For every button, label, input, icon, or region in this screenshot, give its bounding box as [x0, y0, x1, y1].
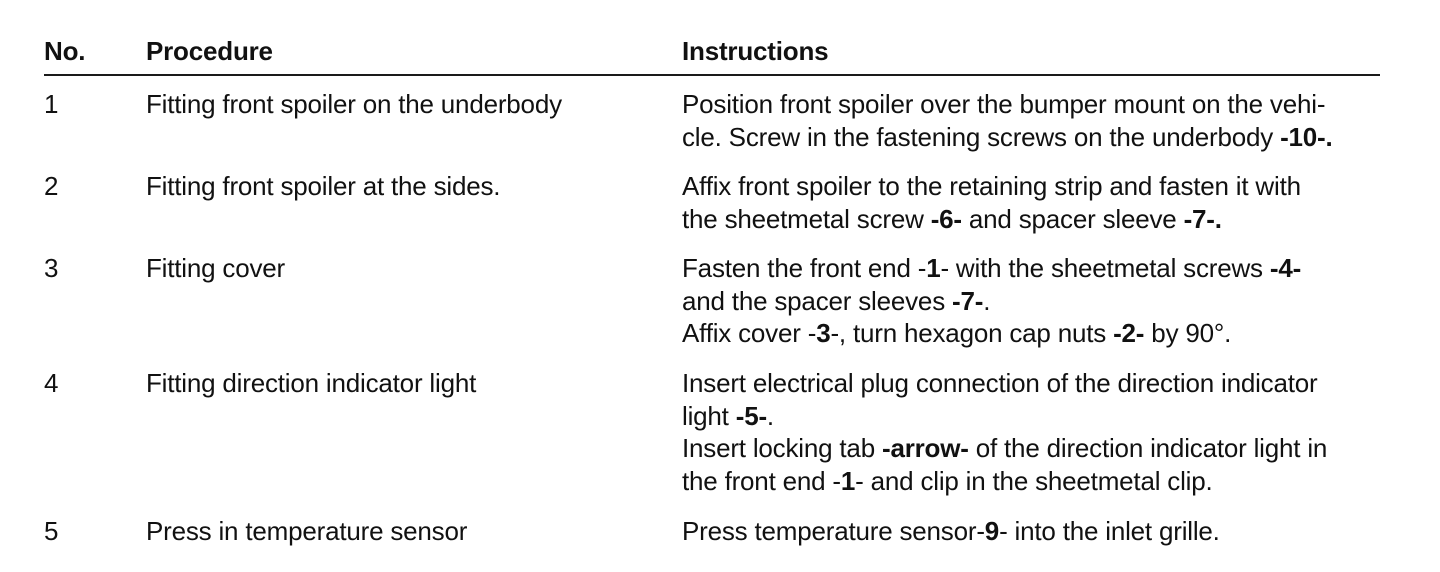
instruction-text: of the direction indicator light in: [968, 433, 1328, 463]
instruction-line: Press temperature sensor-9- into the inl…: [682, 515, 1382, 548]
procedure-cell: Fitting cover: [146, 253, 286, 283]
instruction-text: and spacer sleeve: [961, 203, 1184, 234]
part-reference: -10-.: [1280, 121, 1333, 152]
table-row: 3 Fitting cover Fasten the front end -1-…: [44, 252, 1380, 367]
procedure-cell: Fitting direction indicator light: [146, 368, 477, 398]
part-reference: -7-: [952, 285, 984, 316]
instruction-text: Insert locking tab: [682, 433, 882, 463]
part-reference: -6-: [930, 203, 962, 234]
instruction-text: -, turn hexagon cap nuts: [830, 318, 1114, 348]
part-reference: -2-: [1113, 318, 1145, 348]
instruction-text: Position front spoiler over the bumper m…: [682, 89, 1326, 119]
header-instructions: Instructions: [682, 36, 829, 66]
header-no: No.: [44, 36, 86, 66]
instructions-cell: Affix front spoiler to the retaining str…: [682, 170, 1382, 235]
instruction-line: light -5-.: [682, 400, 1382, 433]
header-procedure: Procedure: [146, 36, 273, 66]
instruction-text: Fasten the front end -: [682, 253, 927, 283]
instruction-text: the front end -: [682, 465, 841, 496]
instruction-text: light: [682, 400, 736, 431]
instruction-line: Insert locking tab -arrow- of the direct…: [682, 432, 1382, 465]
part-reference: -5-: [735, 400, 767, 431]
row-number: 2: [44, 171, 59, 201]
table-row: 2 Fitting front spoiler at the sides. Af…: [44, 170, 1380, 252]
part-reference: 1: [926, 253, 941, 283]
instruction-line: Affix front spoiler to the retaining str…: [682, 170, 1382, 203]
row-number: 5: [44, 516, 59, 546]
instruction-text: .: [766, 400, 774, 431]
procedure-table: No. Procedure Instructions 1 Fitting fro…: [44, 28, 1380, 555]
part-reference: -4-: [1269, 253, 1302, 283]
instruction-text: Affix cover -: [682, 318, 817, 348]
instruction-text: .: [983, 285, 991, 316]
instructions-cell: Insert electrical plug connection of the…: [682, 367, 1382, 497]
table-row: 5 Press in temperature sensor Press temp…: [44, 515, 1380, 555]
instruction-text: Press temperature sensor-: [682, 516, 985, 546]
instruction-text: Insert electrical plug connection of the…: [682, 368, 1318, 398]
instruction-line: Affix cover -3-, turn hexagon cap nuts -…: [682, 317, 1382, 350]
instructions-cell: Fasten the front end -1- with the sheetm…: [682, 252, 1382, 350]
instruction-line: and the spacer sleeves -7-.: [682, 285, 1382, 318]
instruction-text: - into the inlet grille.: [999, 516, 1220, 546]
instruction-text: cle. Screw in the fastening screws on th…: [682, 121, 1281, 152]
instruction-line: the sheetmetal screw -6- and spacer slee…: [682, 203, 1382, 236]
instruction-text: the sheetmetal screw: [682, 203, 931, 234]
instruction-text: - and clip in the sheetmetal clip.: [855, 465, 1213, 496]
instructions-cell: Press temperature sensor-9- into the inl…: [682, 515, 1382, 548]
part-reference: 1: [840, 465, 856, 496]
instruction-line: cle. Screw in the fastening screws on th…: [682, 121, 1382, 154]
part-reference: -7-.: [1183, 203, 1222, 234]
table-row: 1 Fitting front spoiler on the underbody…: [44, 88, 1380, 170]
part-reference: -arrow-: [881, 433, 969, 463]
instruction-text: by 90°.: [1144, 318, 1232, 348]
part-reference: 9: [984, 516, 1000, 546]
procedure-cell: Fitting front spoiler on the underbody: [146, 89, 562, 119]
table-row: 4 Fitting direction indicator light Inse…: [44, 367, 1380, 515]
procedure-cell: Fitting front spoiler at the sides.: [146, 171, 501, 201]
instruction-line: Fasten the front end -1- with the sheetm…: [682, 252, 1382, 285]
instruction-line: the front end -1- and clip in the sheetm…: [682, 465, 1382, 498]
instruction-line: Insert electrical plug connection of the…: [682, 367, 1382, 400]
row-number: 1: [44, 89, 59, 119]
table-header: No. Procedure Instructions: [44, 28, 1380, 76]
instruction-line: Position front spoiler over the bumper m…: [682, 88, 1382, 121]
procedure-cell: Press in temperature sensor: [146, 516, 468, 546]
instruction-text: and the spacer sleeves: [682, 285, 953, 316]
instruction-text: - with the sheetmetal screws: [940, 253, 1270, 283]
instructions-cell: Position front spoiler over the bumper m…: [682, 88, 1382, 153]
row-number: 3: [44, 253, 59, 283]
part-reference: 3: [816, 318, 831, 348]
instruction-text: Affix front spoiler to the retaining str…: [682, 171, 1301, 201]
row-number: 4: [44, 368, 59, 398]
